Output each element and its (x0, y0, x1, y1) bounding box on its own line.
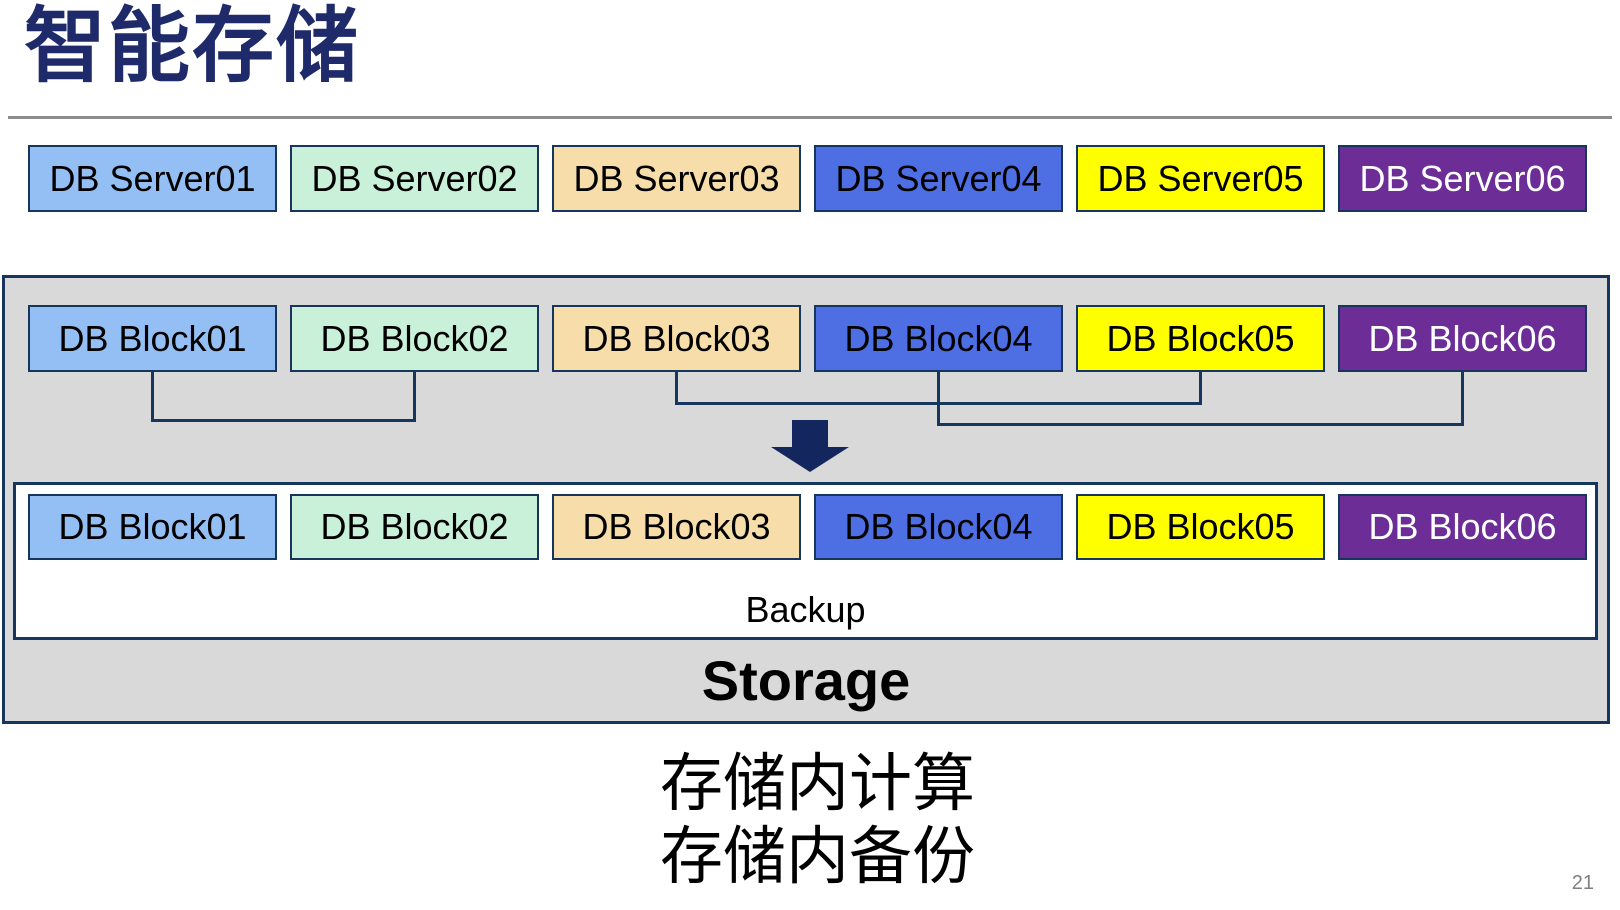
db-block-box: DB Block06 (1338, 494, 1587, 560)
db-block-box: DB Block02 (290, 494, 539, 560)
db-server-row: DB Server01 DB Server02 DB Server03 DB S… (28, 145, 1587, 212)
caption-block: 存储内计算 存储内备份 (660, 748, 975, 894)
caption-line-compute: 存储内计算 (660, 749, 975, 819)
db-server-box: DB Server05 (1076, 145, 1325, 212)
page-number: 21 (1571, 872, 1594, 894)
db-server-box: DB Server06 (1338, 145, 1587, 212)
db-block-box: DB Block04 (814, 494, 1063, 560)
title-divider (8, 116, 1612, 119)
backup-label: Backup (745, 589, 866, 630)
db-server-box: DB Server03 (552, 145, 801, 212)
db-block-box: DB Block03 (552, 494, 801, 560)
db-block-box: DB Block01 (28, 305, 277, 372)
connector-block04-block06 (937, 372, 1464, 426)
db-block-box: DB Block03 (552, 305, 801, 372)
db-block-box: DB Block01 (28, 494, 277, 560)
db-server-box: DB Server04 (814, 145, 1063, 212)
db-block-box: DB Block05 (1076, 305, 1325, 372)
db-server-box: DB Server01 (28, 145, 277, 212)
storage-container: DB Block01 DB Block02 DB Block03 DB Bloc… (2, 275, 1610, 724)
storage-label: Storage (701, 649, 911, 712)
db-block-row-backup: DB Block01 DB Block02 DB Block03 DB Bloc… (28, 494, 1587, 560)
db-block-box: DB Block05 (1076, 494, 1325, 560)
db-block-box: DB Block06 (1338, 305, 1587, 372)
db-block-row-source: DB Block01 DB Block02 DB Block03 DB Bloc… (28, 305, 1587, 372)
db-block-box: DB Block02 (290, 305, 539, 372)
connector-block01-block02 (151, 372, 416, 422)
page-title: 智能存储 (24, 1, 361, 92)
backup-box: DB Block01 DB Block02 DB Block03 DB Bloc… (13, 482, 1598, 640)
db-server-box: DB Server02 (290, 145, 539, 212)
db-block-box: DB Block04 (814, 305, 1063, 372)
down-arrow-icon (771, 420, 849, 472)
caption-line-backup: 存储内备份 (660, 822, 975, 892)
